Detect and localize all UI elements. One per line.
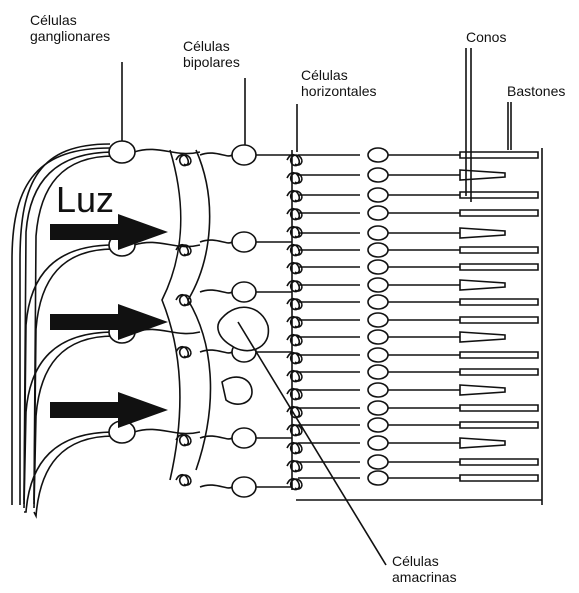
photoreceptor-nucleus: [368, 206, 388, 220]
photoreceptor-nucleus: [368, 455, 388, 469]
rod-outer-segment: [460, 352, 538, 358]
photoreceptor-nucleus: [368, 383, 388, 397]
horizontal-synapse: [287, 425, 302, 436]
rod-outer-segment: [460, 264, 538, 270]
amacrine-cell: [222, 377, 252, 404]
bipolar-cell: [232, 282, 256, 302]
photoreceptor-nucleus: [368, 436, 388, 450]
label-amacrine-cells: Células amacrinas: [392, 553, 457, 585]
photoreceptor-nucleus: [368, 188, 388, 202]
label-bipolar-line-2: bipolares: [183, 54, 240, 70]
photoreceptor-nucleus: [368, 278, 388, 292]
horizontal-synapse: [287, 281, 302, 292]
bipolar-axon: [200, 240, 232, 243]
photoreceptor-nucleus: [368, 168, 388, 182]
photoreceptor-nucleus: [368, 226, 388, 240]
bipolar-cell: [232, 428, 256, 448]
ganglion-dendrite: [134, 429, 200, 433]
horizontal-synapse: [287, 443, 302, 454]
label-bipolar-cells: Células bipolares: [183, 38, 240, 70]
rod-outer-segment: [460, 210, 538, 216]
label-rods-text: Bastones: [507, 83, 565, 99]
bipolar-ganglion-synapse: [176, 475, 191, 486]
photoreceptor-nucleus: [368, 471, 388, 485]
label-ganglion-cells: Células ganglionares: [30, 12, 110, 44]
rod-outer-segment: [460, 405, 538, 411]
horizontal-synapse: [287, 299, 302, 310]
horizontal-synapse: [287, 155, 302, 166]
bipolar-ganglion-synapse: [176, 155, 191, 166]
rod-outer-segment: [460, 247, 538, 253]
cone-outer-segment: [460, 385, 505, 395]
photoreceptor-nucleus: [368, 260, 388, 274]
bipolar-ganglion-synapse: [176, 347, 191, 358]
photoreceptor-nucleus: [368, 295, 388, 309]
bipolar-axon: [200, 153, 232, 156]
ganglion-axon: [24, 332, 114, 508]
horizontal-synapse: [287, 191, 302, 202]
horizontal-synapse: [287, 479, 302, 490]
ganglion-dendrite: [134, 242, 200, 246]
leader-amacrine: [238, 322, 386, 565]
label-cones-text: Conos: [466, 29, 506, 45]
ganglion-axon: [34, 249, 114, 504]
photoreceptor-nucleus: [368, 401, 388, 415]
bipolar-cell: [232, 232, 256, 252]
horizontal-synapse: [287, 227, 302, 238]
label-horizontal-cells: Células horizontales: [301, 67, 377, 99]
photoreceptor-nucleus: [368, 348, 388, 362]
photoreceptor-nucleus: [368, 418, 388, 432]
ganglion-axon: [34, 436, 114, 516]
label-amacrine-line-2: amacrinas: [392, 569, 457, 585]
horizontal-synapse: [287, 317, 302, 328]
cone-outer-segment: [460, 332, 505, 342]
photoreceptor-nucleus: [368, 330, 388, 344]
label-amacrine-line-1: Células: [392, 553, 457, 569]
rod-outer-segment: [460, 422, 538, 428]
label-bipolar-line-1: Células: [183, 38, 240, 54]
cone-outer-segment: [460, 228, 505, 238]
label-ganglion-line-1: Células: [30, 12, 110, 28]
label-cones: Conos: [466, 29, 506, 45]
photoreceptor-nucleus: [368, 365, 388, 379]
inner-plexiform-boundary: [188, 150, 210, 470]
photoreceptor-nucleus: [368, 313, 388, 327]
photoreceptor-nucleus: [368, 148, 388, 162]
horizontal-synapse: [287, 263, 302, 274]
bipolar-axon: [200, 350, 232, 353]
bipolar-ganglion-synapse: [176, 435, 191, 446]
bipolar-ganglion-synapse: [176, 295, 191, 306]
light-arrow: [50, 392, 168, 428]
ganglion-dendrite: [134, 149, 200, 153]
label-horizontal-line-1: Células: [301, 67, 377, 83]
label-ganglion-line-2: ganglionares: [30, 28, 110, 44]
ganglion-axon: [34, 336, 114, 508]
photoreceptor-layer: [296, 148, 542, 505]
bipolar-axon: [200, 485, 232, 488]
cone-outer-segment: [460, 438, 505, 448]
rod-outer-segment: [460, 459, 538, 465]
bipolar-cell: [232, 477, 256, 497]
label-horizontal-line-2: horizontales: [301, 83, 377, 99]
rod-outer-segment: [460, 299, 538, 305]
ganglion-cell: [109, 141, 135, 163]
label-rods: Bastones: [507, 83, 565, 99]
rod-outer-segment: [460, 475, 538, 481]
bipolar-axon: [200, 290, 232, 293]
cone-outer-segment: [460, 280, 505, 290]
rod-outer-segment: [460, 317, 538, 323]
ganglion-axon: [24, 245, 114, 504]
photoreceptor-nucleus: [368, 243, 388, 257]
bipolar-cell: [232, 145, 256, 165]
horizontal-synapse: [287, 209, 302, 220]
label-leader-lines: [122, 48, 511, 565]
label-light: Luz: [56, 180, 114, 220]
rod-outer-segment: [460, 369, 538, 375]
